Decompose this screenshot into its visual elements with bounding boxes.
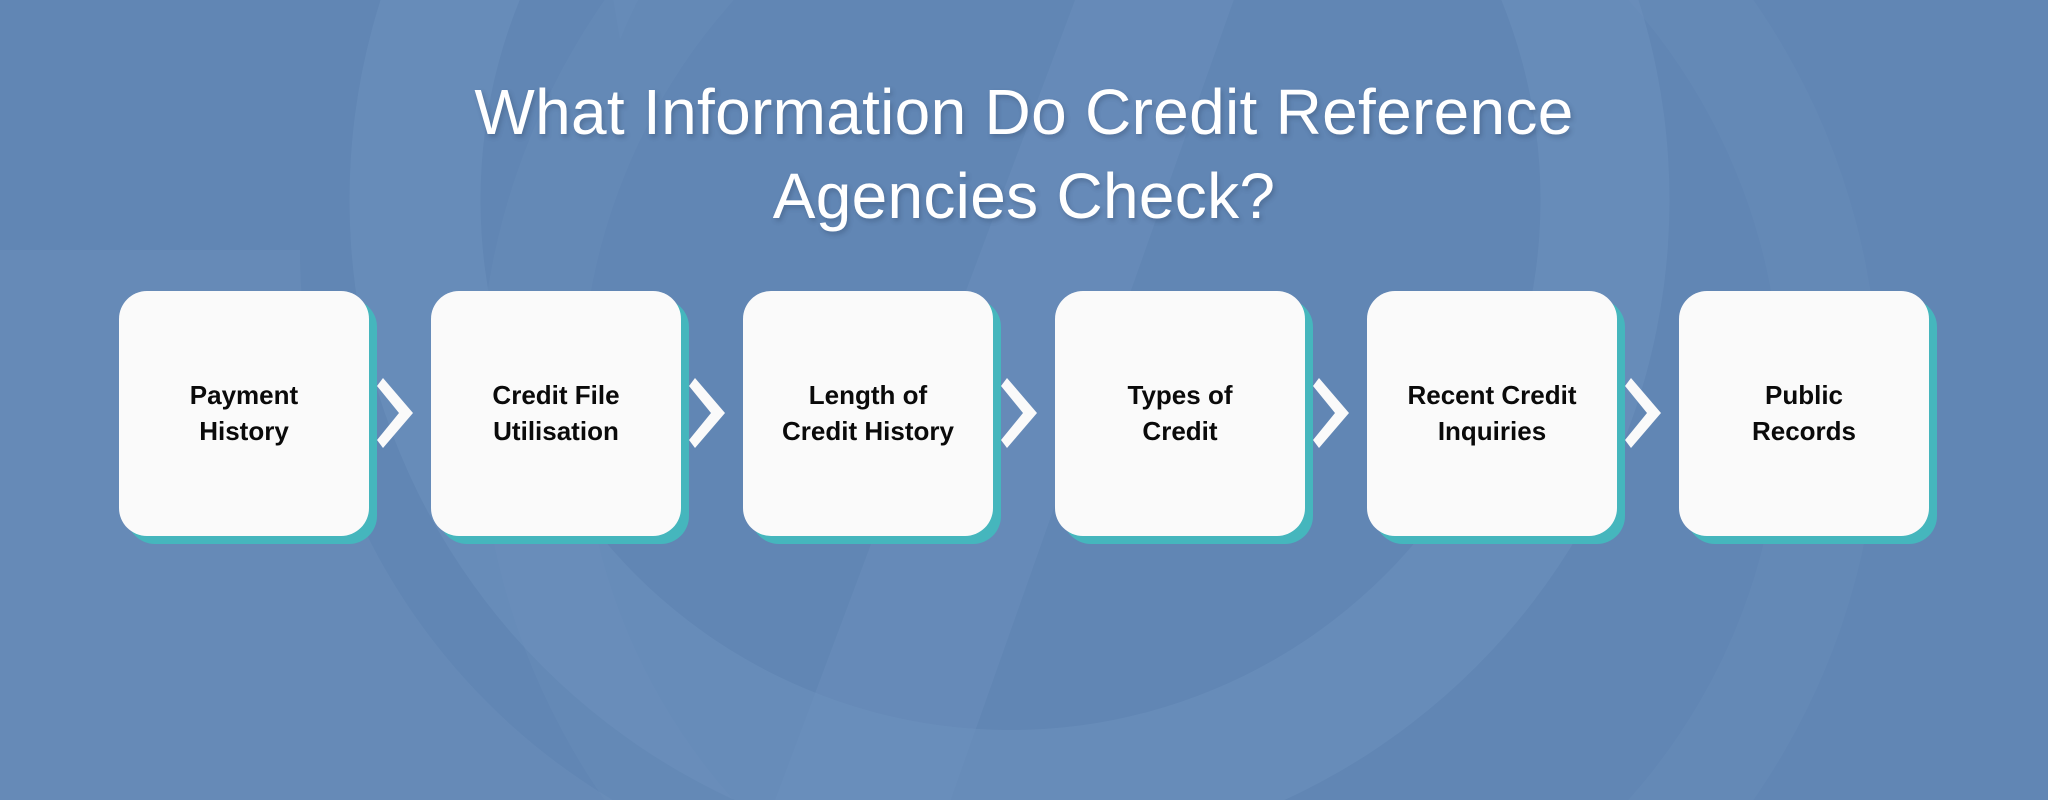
chevron-right-icon [369, 373, 431, 453]
card-face: Length of Credit History [743, 290, 993, 536]
chevron-right-icon [681, 373, 743, 453]
card-face: Credit File Utilisation [431, 290, 681, 536]
card-face: Public Records [1679, 290, 1929, 536]
chevron-right-icon [1617, 373, 1679, 453]
flow-step-label: Types of Credit [1127, 379, 1233, 447]
card-face: Types of Credit [1055, 290, 1305, 536]
flow-step-label: Credit File Utilisation [492, 379, 620, 447]
flow-step-credit-file-utilisation[interactable]: Credit File Utilisation [431, 290, 689, 544]
flow-step-label: Length of Credit History [782, 379, 954, 447]
card-face: Recent Credit Inquiries [1367, 290, 1617, 536]
flow-step-length-of-credit-history[interactable]: Length of Credit History [743, 290, 1001, 544]
flow-step-label: Public Records [1751, 379, 1857, 447]
chevron-right-icon [1305, 373, 1367, 453]
flow-step-types-of-credit[interactable]: Types of Credit [1055, 290, 1313, 544]
chevron-right-icon [993, 373, 1055, 453]
flow-step-recent-credit-inquiries[interactable]: Recent Credit Inquiries [1367, 290, 1625, 544]
title-block: What Information Do Credit Reference Age… [274, 70, 1774, 239]
flow-step-label: Recent Credit Inquiries [1407, 379, 1577, 447]
process-flow: Payment History Credit File Utilisation … [119, 290, 1937, 544]
flow-step-public-records[interactable]: Public Records [1679, 290, 1937, 544]
card-face: Payment History [119, 290, 369, 536]
page-title: What Information Do Credit Reference Age… [474, 76, 1574, 233]
flow-step-payment-history[interactable]: Payment History [119, 290, 377, 544]
flow-step-label: Payment History [189, 379, 299, 447]
